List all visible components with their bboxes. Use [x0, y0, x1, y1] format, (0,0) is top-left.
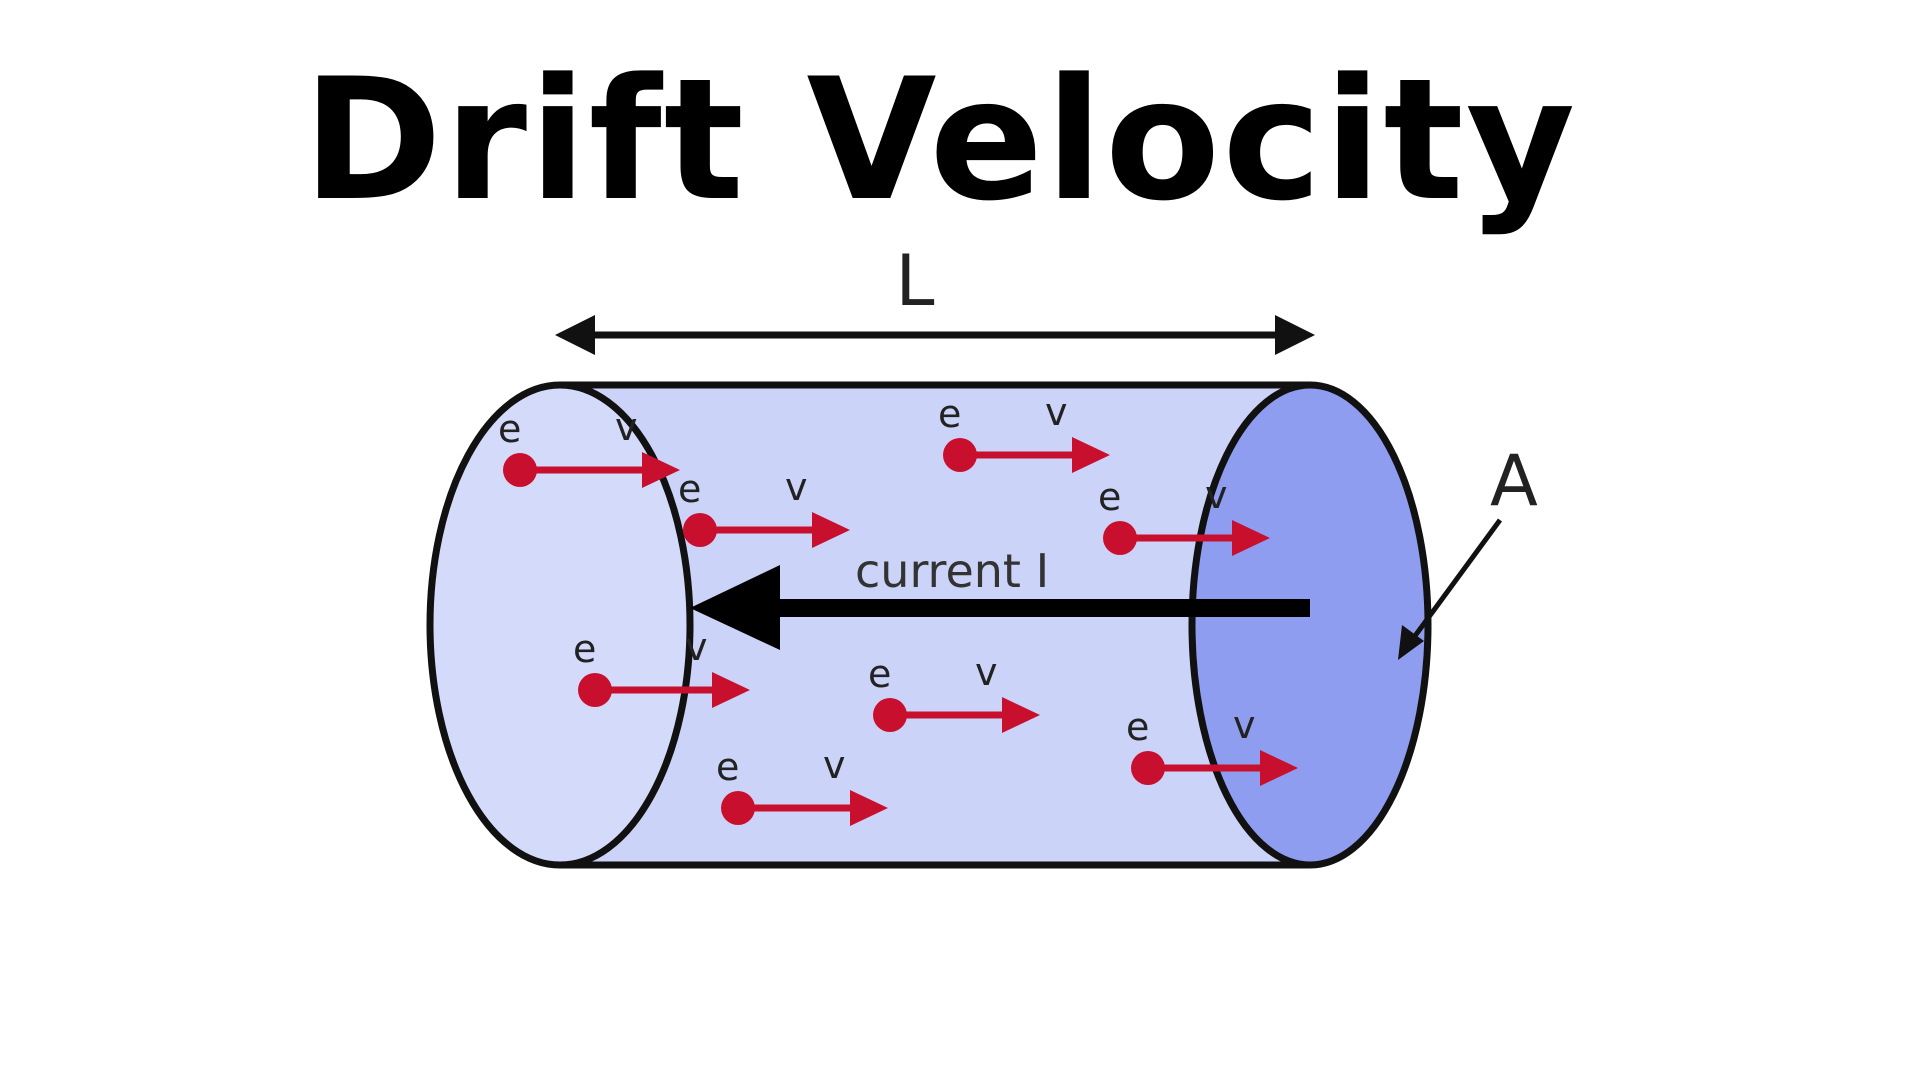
electron-label: e	[868, 652, 891, 696]
area-label: A	[1490, 440, 1538, 522]
velocity-label: v	[1045, 390, 1068, 434]
velocity-label: v	[1205, 473, 1228, 517]
electron-label: e	[678, 467, 701, 511]
current-arrow	[690, 565, 1310, 650]
length-dimension-arrow	[555, 315, 1315, 355]
current-label: current I	[855, 544, 1049, 598]
velocity-arrowhead	[1260, 750, 1298, 786]
left-cross-section	[426, 381, 694, 869]
page-title: Drift Velocity	[302, 42, 1578, 238]
velocity-label: v	[685, 625, 708, 669]
velocity-arrowhead	[1002, 697, 1040, 733]
electron-dot	[1103, 521, 1137, 555]
electron-dot	[683, 513, 717, 547]
velocity-label: v	[785, 465, 808, 509]
electron-label: e	[1126, 705, 1149, 749]
velocity-arrowhead	[1072, 437, 1110, 473]
electron-dot	[943, 438, 977, 472]
electron-dot	[578, 673, 612, 707]
area-pointer-arrow	[1398, 518, 1503, 660]
velocity-label: v	[1233, 703, 1256, 747]
velocity-arrowhead	[850, 790, 888, 826]
electron-dot	[873, 698, 907, 732]
length-label: L	[896, 240, 935, 322]
velocity-label: v	[975, 650, 998, 694]
electron-label: e	[573, 627, 596, 671]
velocity-label: v	[823, 743, 846, 787]
electron-label: e	[716, 745, 739, 789]
electron-label: e	[498, 407, 521, 451]
velocity-arrowhead	[642, 452, 680, 488]
electron-dot	[503, 453, 537, 487]
electron-label: e	[938, 392, 961, 436]
electron-dot	[721, 791, 755, 825]
velocity-arrowhead	[812, 512, 850, 548]
conductor-cylinder	[426, 381, 1432, 869]
velocity-arrowhead	[712, 672, 750, 708]
velocity-arrowhead	[1232, 520, 1270, 556]
velocity-label: v	[615, 405, 638, 449]
electron-label: e	[1098, 475, 1121, 519]
right-cross-section	[1188, 381, 1432, 869]
electron-dot	[1131, 751, 1165, 785]
